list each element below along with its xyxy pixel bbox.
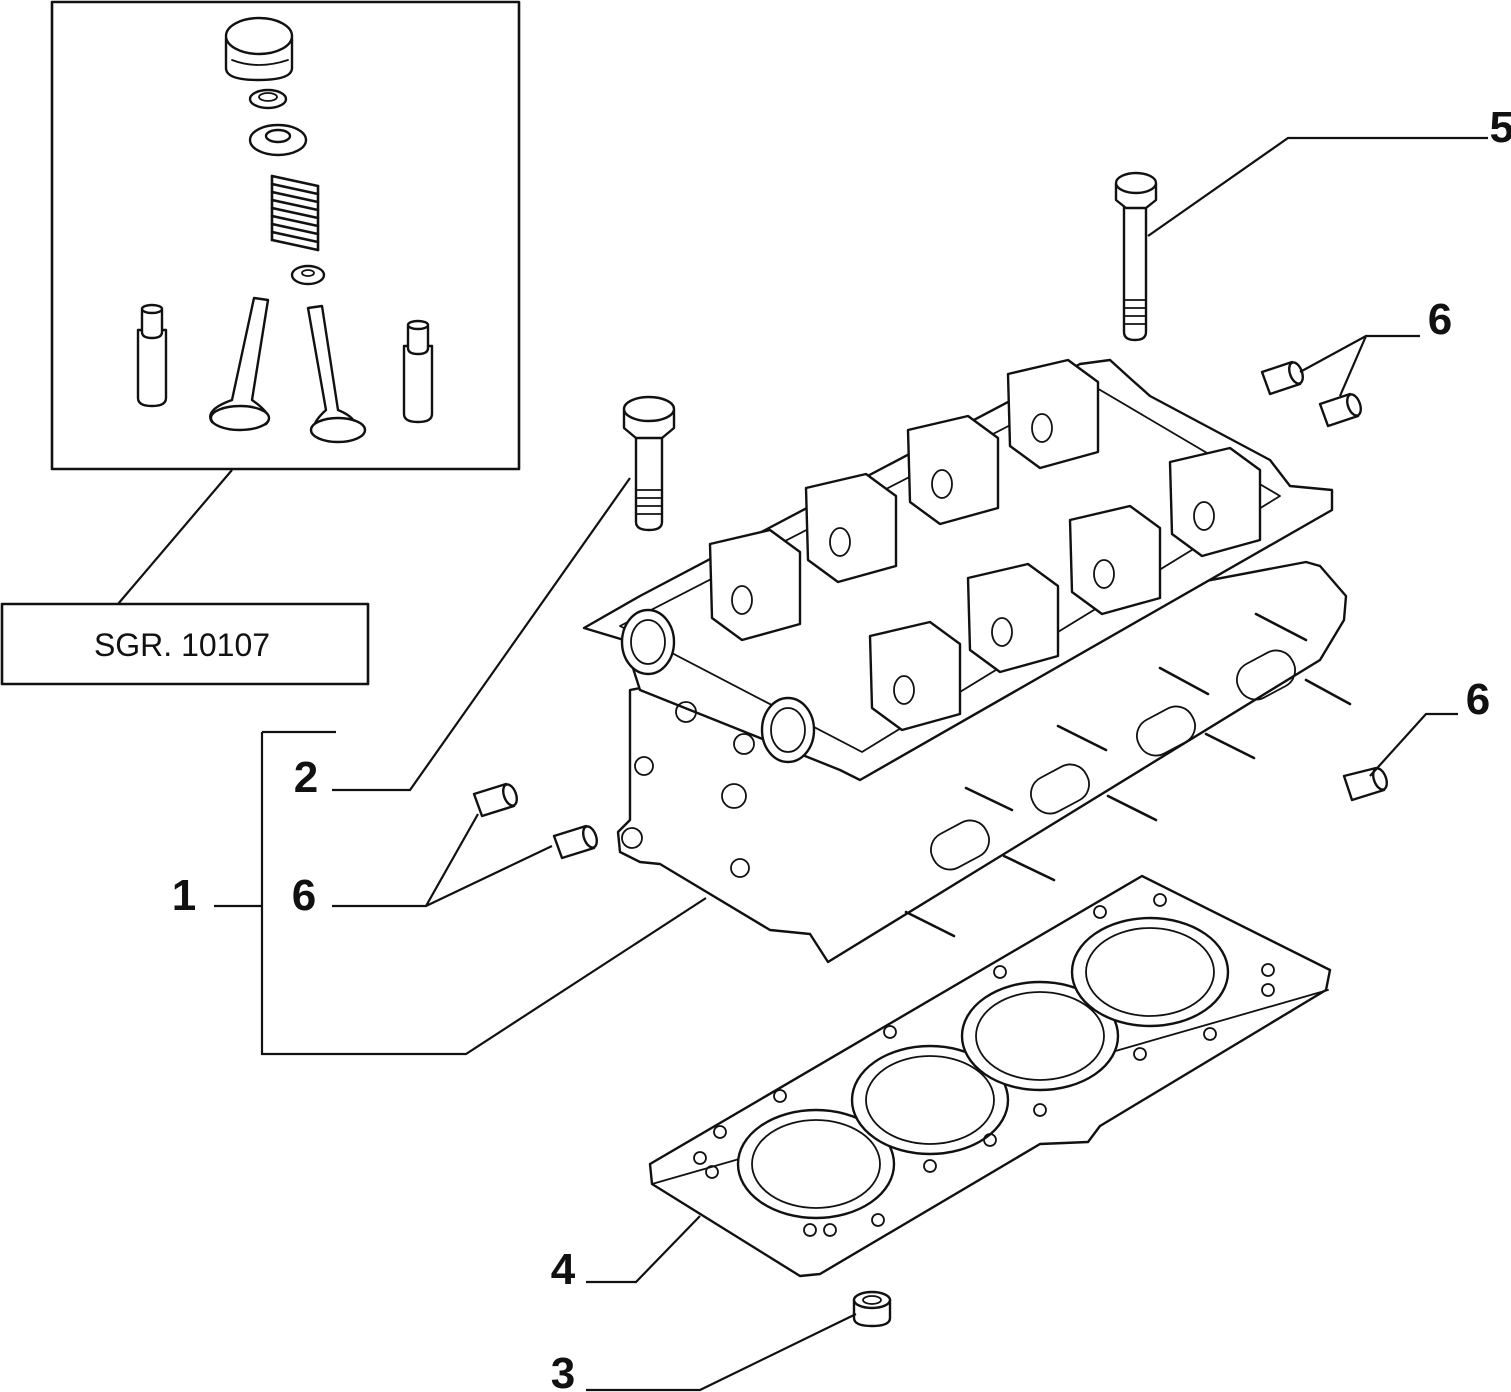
exhaust-valve-drawing (306, 304, 367, 444)
callout-4: 4 (551, 1245, 576, 1294)
callout-6-left: 6 (292, 871, 316, 920)
cylinder-head-bolt-long-drawing (1114, 171, 1158, 342)
inset-frame (50, 0, 521, 471)
dowel-3 (1342, 766, 1388, 802)
dowel-sleeves-drawing (472, 360, 1388, 860)
callout-6-upper-right: 6 (1428, 295, 1452, 344)
dowel-5 (552, 824, 598, 860)
cylinder-head-drawing (582, 358, 1352, 964)
callout-2: 2 (294, 753, 318, 802)
dowel-4 (472, 782, 518, 818)
intake-valve-drawing (209, 296, 271, 432)
dowel-1 (1260, 360, 1304, 396)
bush-sleeve-drawing (852, 1290, 892, 1328)
valve-collets-drawing (248, 88, 288, 110)
manifold-studs (904, 612, 1352, 938)
valve-spring-drawing (270, 174, 320, 252)
sgr-box-label: SGR. 10107 (94, 627, 270, 663)
sgr-reference-box: SGR. 10107 (0, 602, 370, 686)
sgr-box-frame (0, 602, 370, 686)
valve-stem-seal-drawing (290, 264, 326, 286)
camshaft-towers (708, 358, 1262, 732)
inset-leader-line (117, 469, 233, 605)
valve-assembly-inset (50, 0, 521, 471)
leader-lines (214, 136, 1488, 1392)
valve-guide-left-drawing (136, 303, 168, 408)
callout-3: 3 (551, 1349, 575, 1392)
callout-5: 5 (1490, 103, 1511, 152)
callout-6-right: 6 (1466, 675, 1490, 724)
head-gasket-drawing (648, 874, 1332, 1278)
callout-labels: 5 6 6 2 6 1 4 3 (172, 103, 1511, 1392)
cylinder-head-bolt-short-drawing (622, 395, 676, 532)
gasket-holes (693, 893, 1275, 1237)
callout-1: 1 (172, 871, 196, 920)
exhaust-ports (930, 649, 1296, 871)
spring-retainer-drawing (248, 123, 308, 157)
valve-guide-right-drawing (402, 319, 434, 424)
dowel-2 (1318, 392, 1362, 428)
tappet-bucket-drawing (224, 16, 294, 82)
